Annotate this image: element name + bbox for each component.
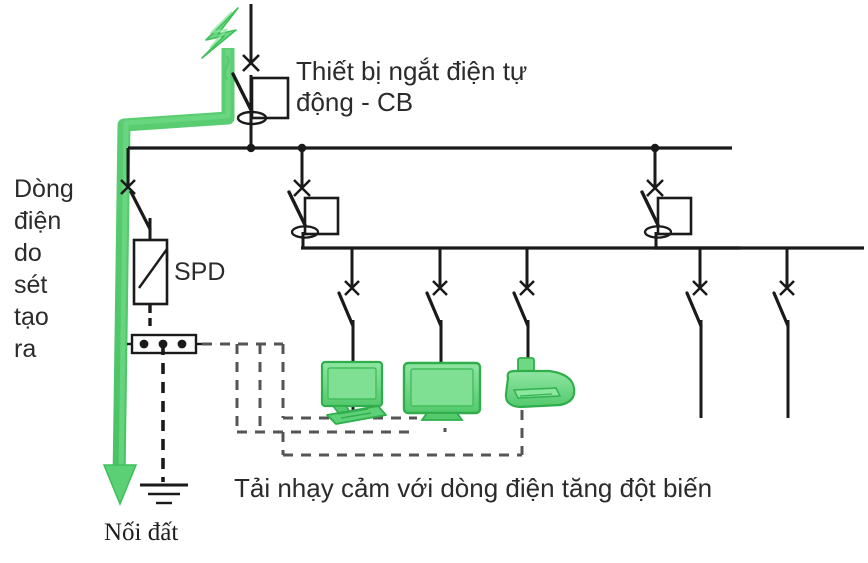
branch-breaker-switch-arm [287,190,307,227]
branch-breaker-switch-arm [640,190,660,227]
switch-cross-marker [519,280,535,296]
spd-varistor-slash [138,248,168,289]
branch-breaker-middle [287,148,340,248]
printer-icon [504,357,576,409]
spd-switch-cross-marker [120,179,136,195]
branch-breaker-body [303,196,340,236]
load-switch-television [425,248,448,364]
breaker-body [250,76,290,120]
main-incoming-line [242,4,260,148]
lightning-current-label: Dòng điện do sét tạo ra [14,175,74,363]
load-switch-printer [512,248,535,362]
down-arrow-icon [102,464,138,506]
branch-breaker-right [640,148,693,248]
right-load-switch-2 [772,248,795,418]
spd-label: SPD [174,258,226,286]
switch-arm [425,291,443,328]
bonding-network [202,342,524,457]
ground-label: Nối đất [104,519,179,546]
lightning-tail [223,55,230,81]
surge-current-path [102,48,235,506]
terminal-dot [177,339,187,349]
surge-current-highlight [118,50,231,479]
branch-breaker-cross-marker [293,179,311,197]
main-circuit-breaker [231,72,290,126]
switch-cross-marker [692,280,708,296]
right-load-switch-1 [685,248,708,418]
sensitive-loads-label: Tải nhạy cảm với dòng điện tăng đột biến [234,473,713,503]
breaker-switch-arm [231,72,254,114]
branch-breaker-thermal-element [643,225,673,239]
computer-icon [320,360,387,425]
switch-arm [337,291,355,328]
switch-cross-marker [432,280,448,296]
television-icon [402,361,482,421]
breaker-cross-marker [242,54,260,72]
branch-breaker-cross-marker [646,179,664,197]
breaker-thermal-element [236,110,268,126]
terminal-dot [139,339,149,349]
spd-switch-arm [129,190,152,231]
switch-arm [512,291,530,328]
switch-arm [772,291,790,328]
junction-dot [246,143,256,153]
switch-cross-marker [344,280,360,296]
branch-breaker-body [656,196,693,236]
switch-arm [685,291,703,328]
earth-ground-icon [140,483,188,505]
lightning-bolt-icon [201,7,239,81]
breaker-label: Thiết bị ngắt điện tự động - CB [296,56,528,117]
switch-cross-marker [779,280,795,296]
spd-branch [120,148,169,326]
branch-breaker-thermal-element [290,225,320,239]
main-busbar [128,143,732,153]
tv-stand [420,412,464,421]
